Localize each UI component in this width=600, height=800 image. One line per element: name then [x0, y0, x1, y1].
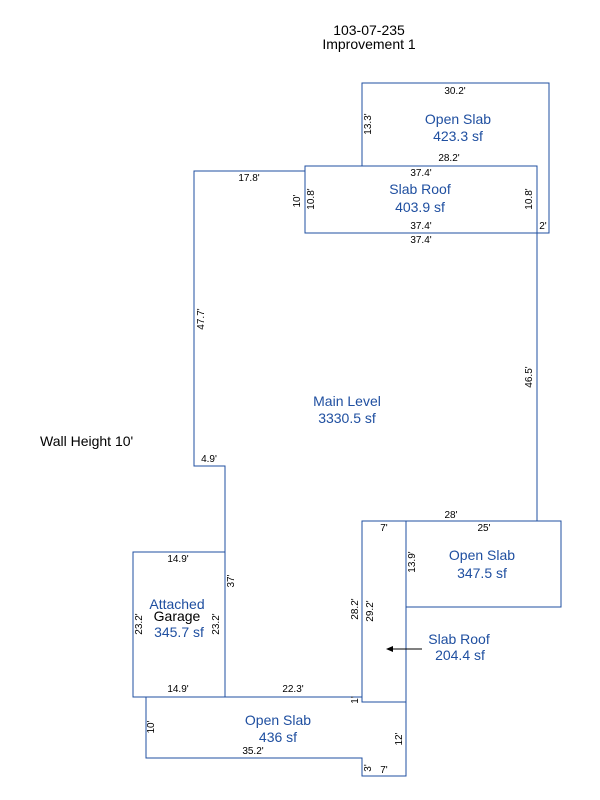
dim-10: 10': [292, 194, 303, 207]
open-slab-right-area: 347.5 sf: [457, 565, 507, 581]
dim-7-top: 7': [380, 523, 388, 534]
slab-roof-bottom-name: Slab Roof: [428, 631, 490, 647]
dim-10-8-right: 10.8': [524, 188, 535, 209]
dim-10-bottom: 10': [146, 720, 157, 733]
dim-23-2-right: 23.2': [211, 613, 222, 634]
main-level-name: Main Level: [313, 393, 381, 409]
open-slab-bottom-outline: [145, 696, 407, 777]
dim-13-3: 13.3': [363, 113, 374, 134]
dim-22-3: 22.3': [282, 684, 303, 695]
open-slab-right-name: Open Slab: [449, 547, 515, 563]
dim-37-4-b: 37.4': [410, 221, 431, 232]
dim-1: 1': [350, 696, 361, 704]
main-level-area: 3330.5 sf: [318, 410, 376, 426]
open-slab-top-name: Open Slab: [425, 111, 491, 127]
dim-4-9: 4.9': [201, 454, 217, 465]
slab-roof-pointer-arrowhead: [386, 646, 393, 652]
open-slab-bottom-area: 436 sf: [259, 729, 297, 745]
wall-height-note: Wall Height 10': [40, 433, 133, 449]
dim-47-7: 47.7': [196, 308, 207, 329]
dim-14-9-bottom: 14.9': [167, 684, 188, 695]
parcel-id: 103-07-235: [333, 22, 405, 38]
dim-12: 12': [394, 732, 405, 745]
dim-25: 25': [477, 523, 490, 534]
slab-roof-top-name: Slab Roof: [389, 181, 451, 197]
dim-28-2-top: 28.2': [438, 153, 459, 164]
dim-13-9: 13.9': [407, 551, 418, 572]
dim-30-2: 30.2': [444, 86, 465, 97]
dim-29-2: 29.2': [365, 600, 376, 621]
dim-2: 2': [539, 221, 547, 232]
dim-23-2-left: 23.2': [134, 613, 145, 634]
dim-37-4-c: 37.4': [410, 235, 431, 246]
dim-14-9-top: 14.9': [167, 554, 188, 565]
garage-area: 345.7 sf: [154, 624, 204, 640]
dim-46-5: 46.5': [524, 366, 535, 387]
dim-28: 28': [444, 510, 457, 521]
slab-roof-top-area: 403.9 sf: [395, 199, 445, 215]
dim-10-8-left: 10.8': [306, 188, 317, 209]
slab-roof-bottom-area: 204.4 sf: [435, 647, 485, 663]
garage-name-line1: Attached: [149, 596, 204, 612]
garage-name-line2: Garage: [154, 608, 201, 624]
dim-3: 3': [363, 764, 374, 772]
dim-7-bottom: 7': [380, 765, 388, 776]
improvement-label: Improvement 1: [322, 36, 416, 52]
dim-37-4-a: 37.4': [410, 168, 431, 179]
dim-17-8: 17.8': [238, 173, 259, 184]
dim-28-2-side: 28.2': [350, 598, 361, 619]
dim-37: 37': [226, 574, 237, 587]
dim-35-2: 35.2': [242, 746, 263, 757]
open-slab-top-area: 423.3 sf: [433, 128, 483, 144]
open-slab-bottom-name: Open Slab: [245, 712, 311, 728]
